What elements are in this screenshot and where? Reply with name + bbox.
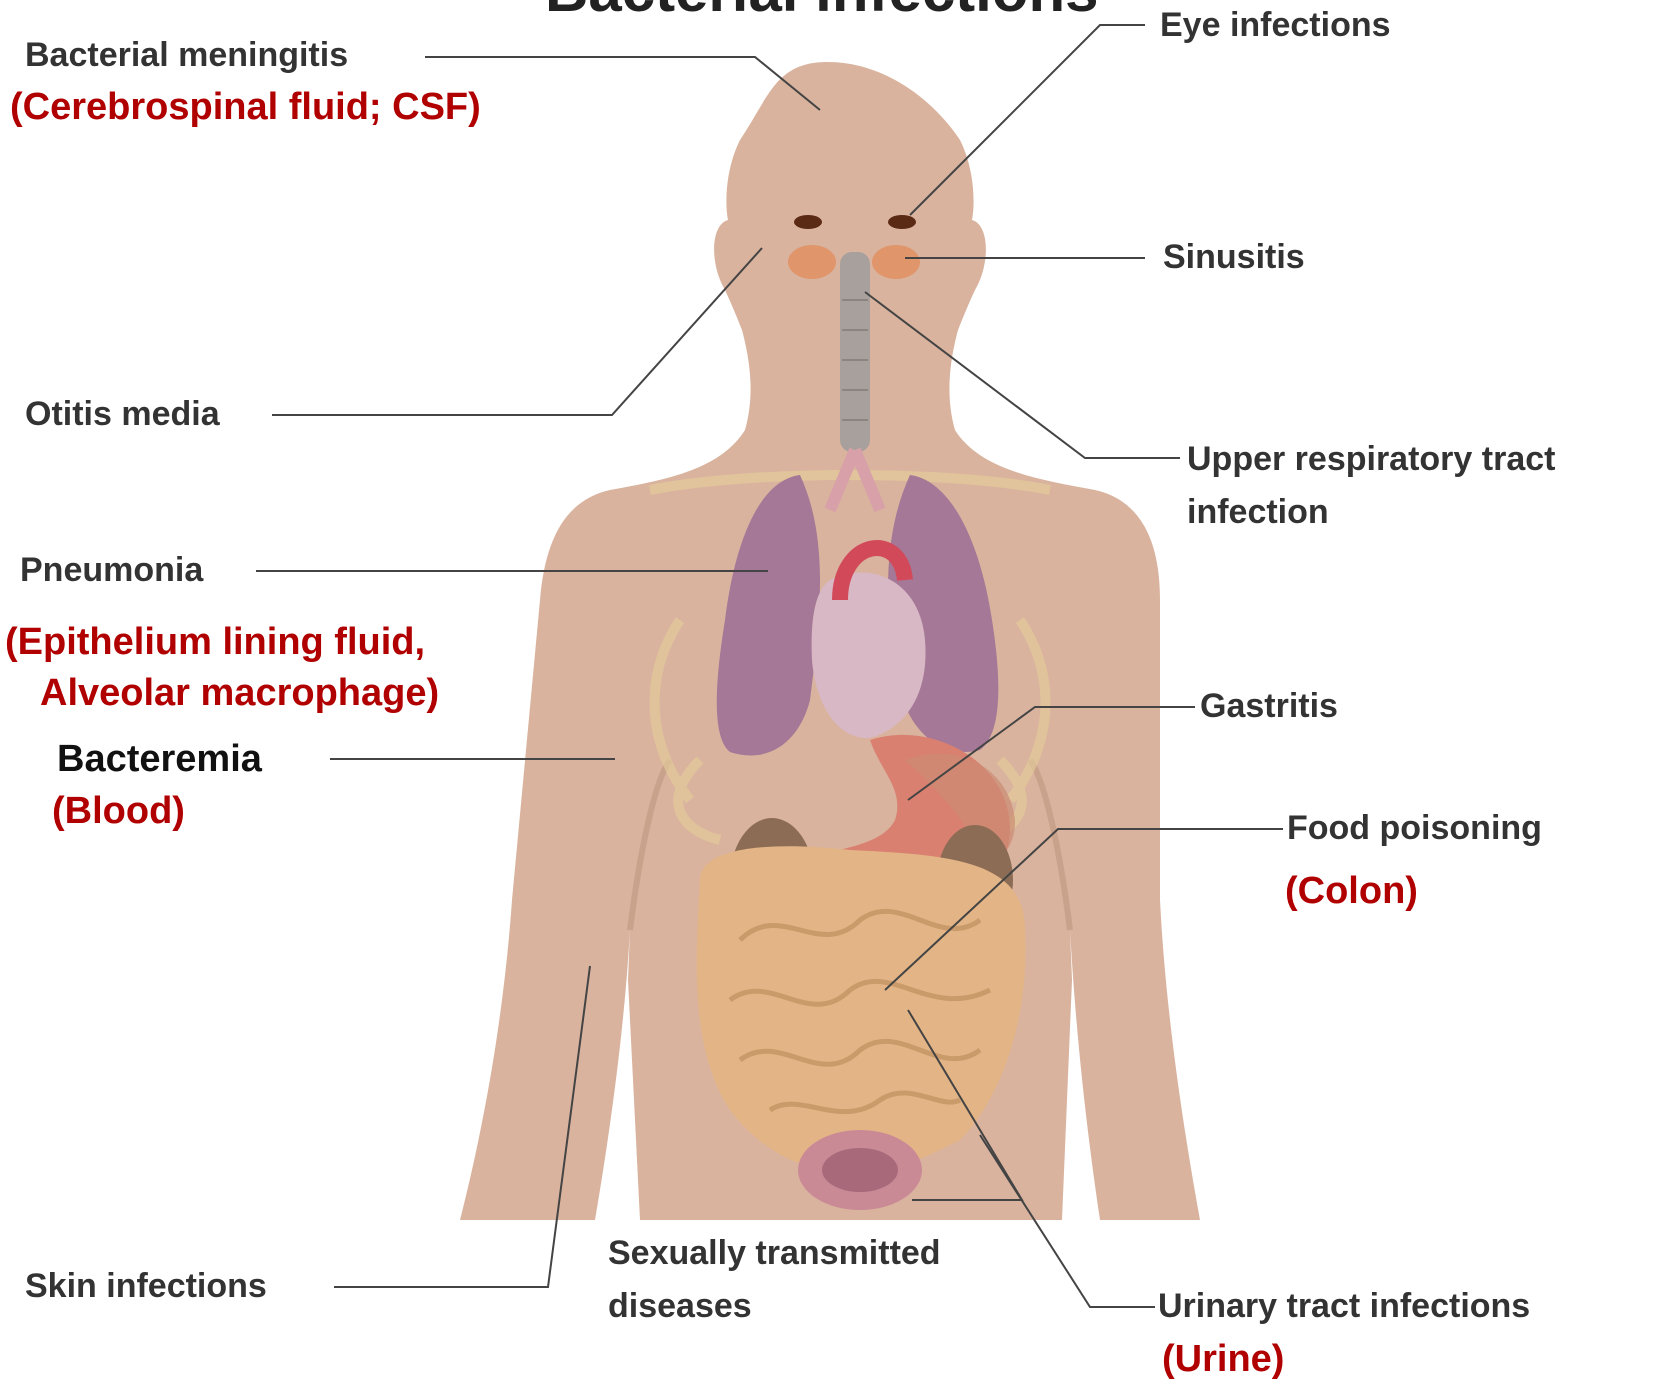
right-sinus	[872, 245, 920, 279]
label-pneumonia-sample-1: (Epithelium lining fluid,	[5, 621, 425, 664]
left-eye	[794, 215, 822, 229]
label-pneumonia-sample-2: Alveolar macrophage)	[40, 672, 439, 715]
label-std-line1: Sexually transmitted	[608, 1234, 941, 1273]
label-urinary-tract-infections: Urinary tract infections	[1158, 1287, 1530, 1326]
trachea	[840, 252, 870, 452]
left-sinus	[788, 245, 836, 279]
diagram-title: Bacterial infections	[545, 0, 1099, 25]
label-urti-line1: Upper respiratory tract	[1187, 440, 1555, 479]
label-bacteremia-sample: (Blood)	[52, 790, 185, 833]
label-eye-infections: Eye infections	[1160, 6, 1391, 45]
leader-meningitis	[425, 57, 820, 110]
label-gastritis: Gastritis	[1200, 687, 1338, 726]
label-pneumonia: Pneumonia	[20, 551, 203, 590]
label-sinusitis: Sinusitis	[1163, 238, 1305, 277]
label-bacterial-meningitis: Bacterial meningitis	[25, 36, 348, 75]
label-uti-sample: (Urine)	[1162, 1338, 1284, 1381]
label-skin-infections: Skin infections	[25, 1267, 267, 1306]
label-std-line2: diseases	[608, 1287, 752, 1326]
right-eye	[888, 215, 916, 229]
label-food-poisoning: Food poisoning	[1287, 809, 1542, 848]
label-meningitis-sample: (Cerebrospinal fluid; CSF)	[10, 86, 481, 129]
label-food-sample: (Colon)	[1285, 870, 1418, 913]
leader-otitis	[272, 248, 762, 415]
label-urti-line2: infection	[1187, 493, 1329, 532]
label-bacteremia: Bacteremia	[57, 738, 262, 781]
label-otitis-media: Otitis media	[25, 395, 220, 434]
bladder-inner	[822, 1148, 898, 1192]
